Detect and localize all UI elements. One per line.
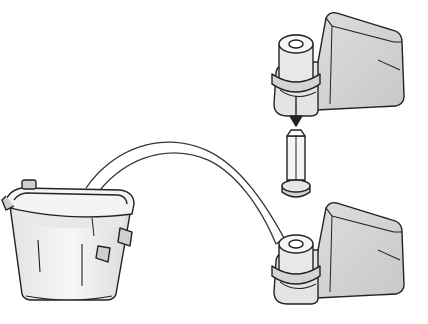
kneading-blade-top xyxy=(272,13,404,116)
kneading-blade-bottom xyxy=(272,203,404,304)
drive-shaft xyxy=(282,130,310,197)
bread-pan xyxy=(2,180,134,300)
